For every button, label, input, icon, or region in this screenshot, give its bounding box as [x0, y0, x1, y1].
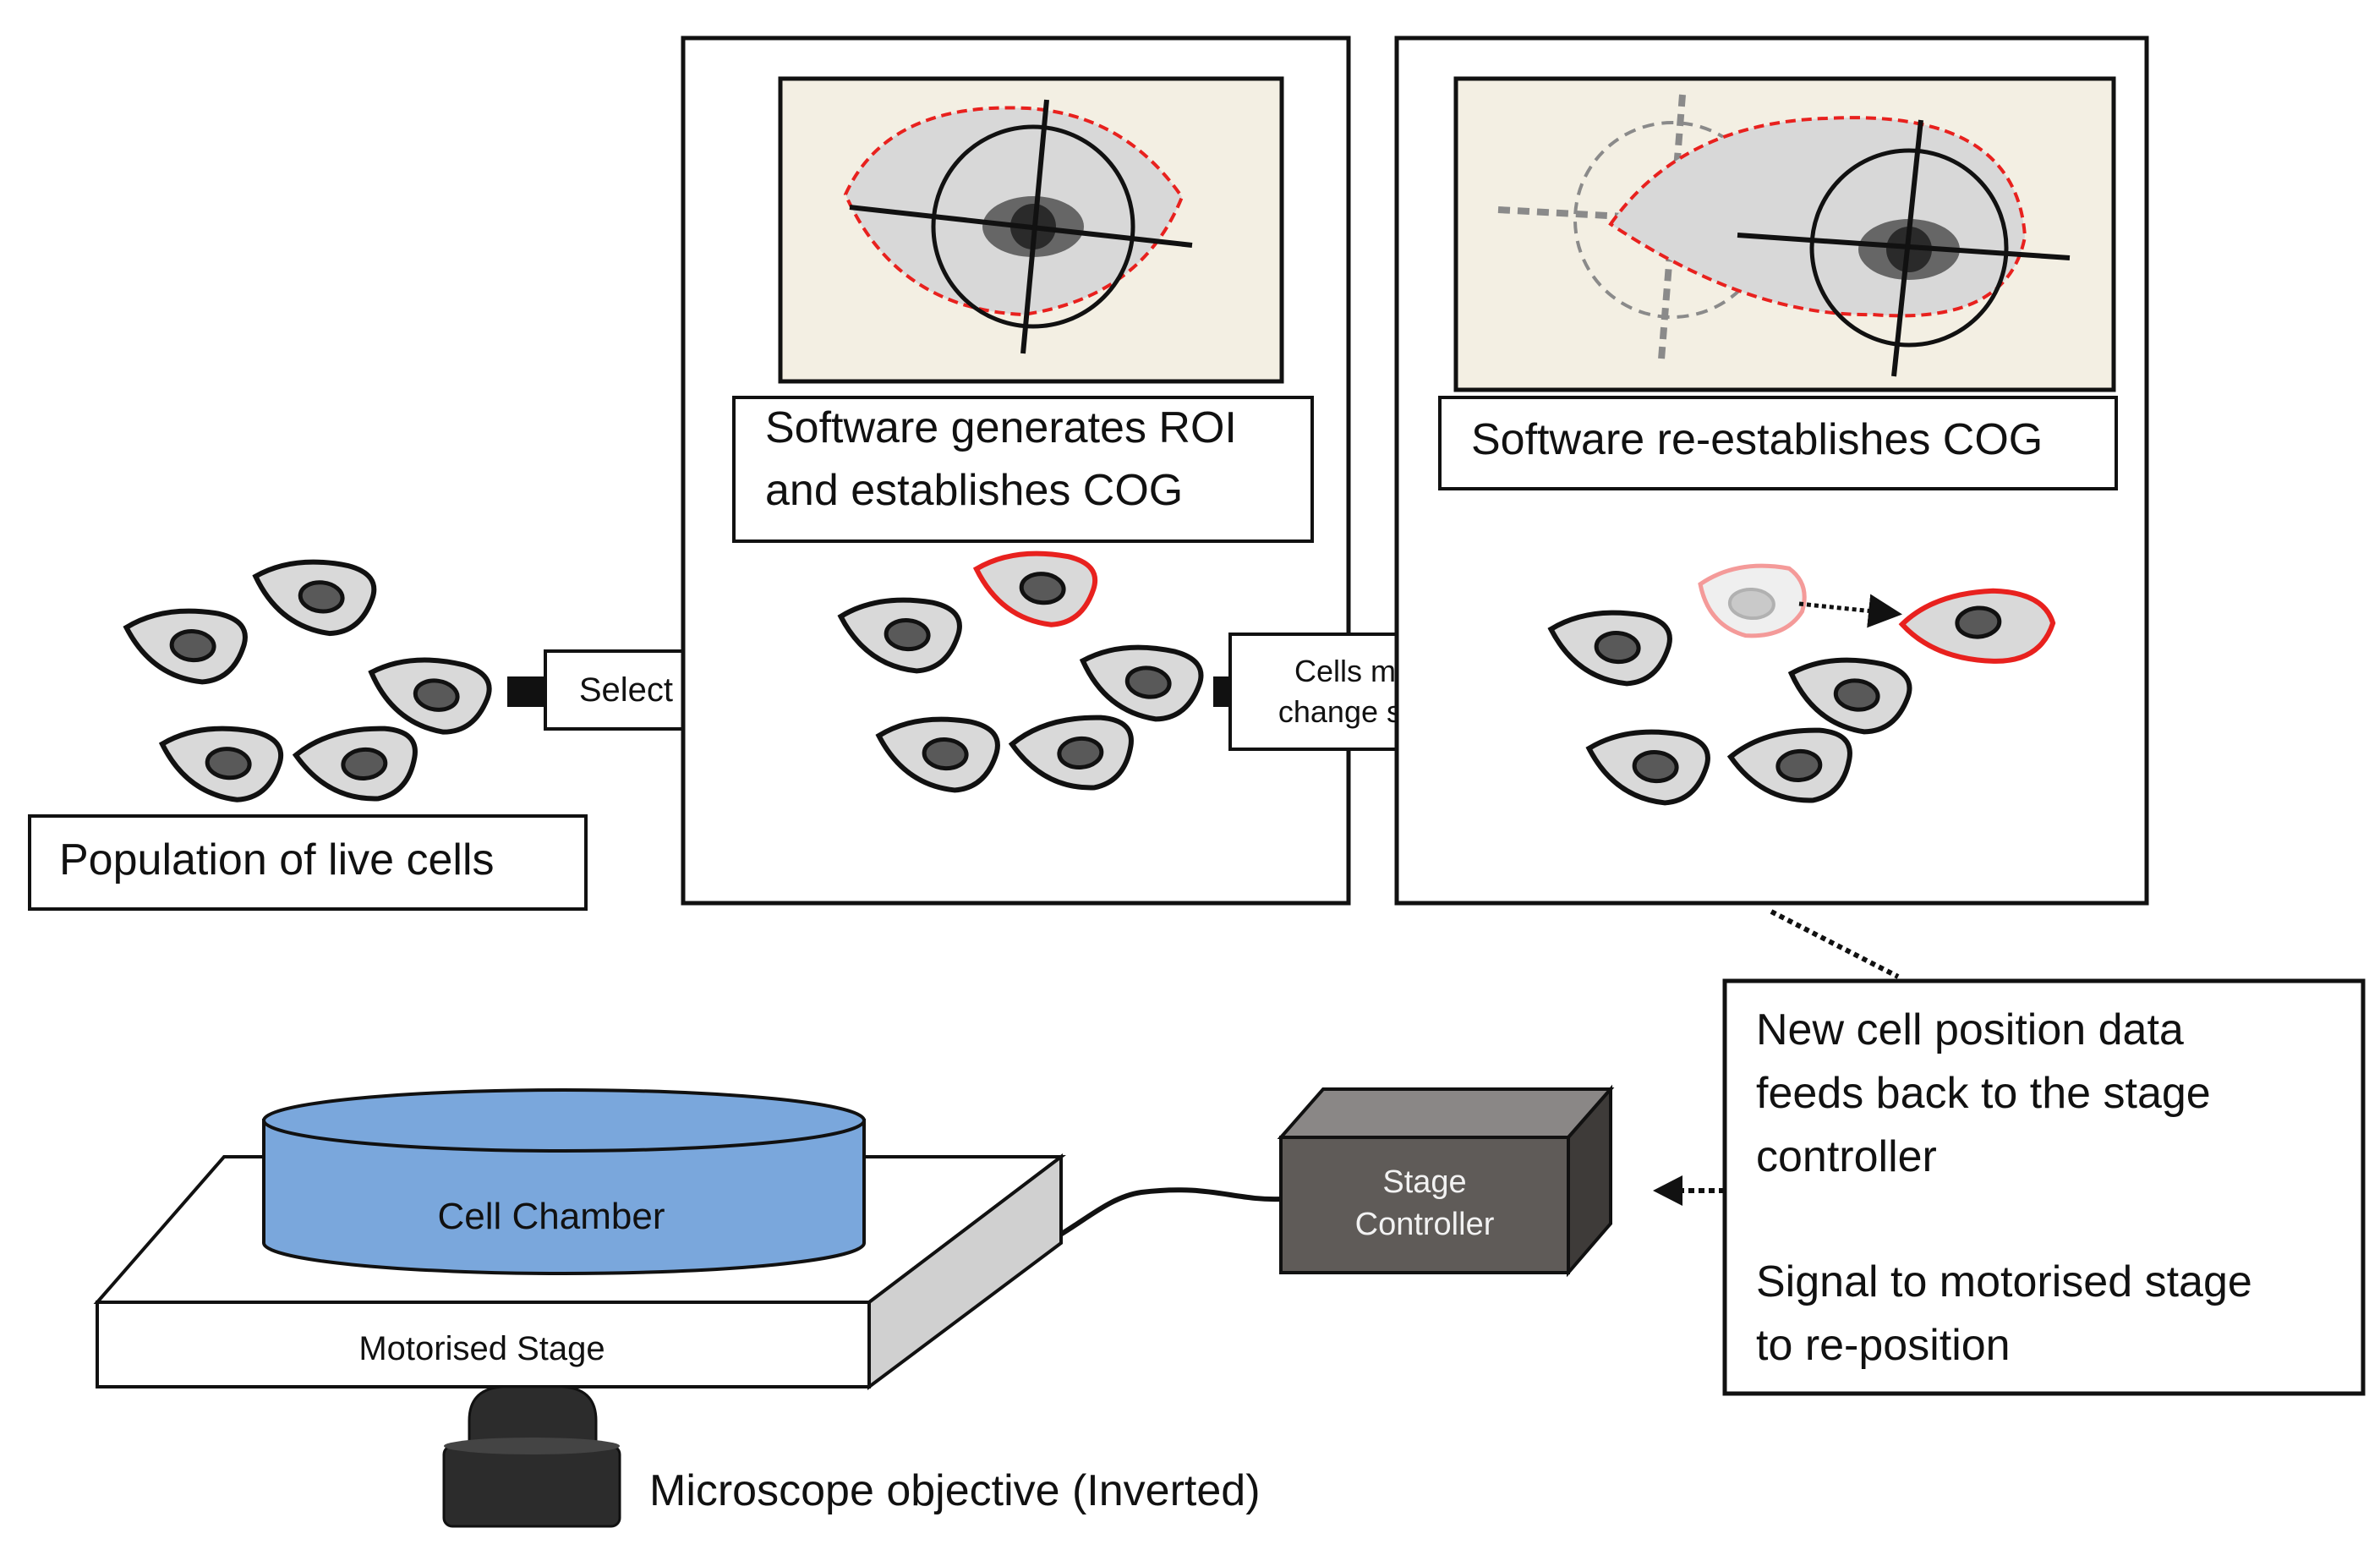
cell [364, 651, 492, 737]
population-cells [123, 556, 492, 804]
microscope-objective [442, 1385, 621, 1528]
feedback-to-controller-arrow [1653, 1175, 1725, 1206]
motorised-stage-label: Motorised Stage [358, 1330, 605, 1367]
moved-cell-zoom [1608, 116, 2071, 377]
roi-panel: Software generates ROI and establishes C… [681, 36, 1351, 906]
ghost-cell [1698, 563, 1807, 638]
cell [123, 606, 246, 685]
roi-label-line2: and establishes COG [765, 466, 1183, 515]
selected-cell [972, 550, 1098, 627]
feedback-line1: New cell position data [1756, 1005, 2184, 1054]
population-label: Population of live cells [59, 835, 495, 885]
reestablish-panel: Software re-establishes COG [1394, 36, 2149, 906]
stage-controller-label-line2: Controller [1355, 1207, 1495, 1242]
stage-controller: Stage Controller [1277, 1084, 1615, 1278]
moved-cell [1898, 588, 2056, 664]
selected-cells [837, 550, 1203, 793]
stage-controller-label-line1: Stage [1382, 1164, 1466, 1200]
movement-arrow [1798, 594, 1902, 628]
signal-line2: to re-position [1756, 1321, 2011, 1370]
signal-line1: Signal to motorised stage [1756, 1257, 2252, 1306]
cell [250, 556, 376, 638]
cog-target [1809, 148, 2009, 348]
cell [158, 723, 283, 803]
feedback-box: New cell position data feeds back to the… [1722, 978, 2366, 1396]
panel-to-feedback-connector [1770, 909, 1900, 979]
cell [294, 726, 418, 804]
moved-cells [1547, 563, 2056, 806]
feedback-line2: feeds back to the stage [1756, 1069, 2211, 1118]
cog-target [931, 124, 1135, 329]
population-label-box: Population of live cells [28, 814, 588, 911]
cell-chamber: Cell Chamber [262, 1088, 866, 1275]
roi-cell-zoom [843, 99, 1193, 354]
objective-label: Microscope objective (Inverted) [649, 1466, 1261, 1515]
feedback-line3: controller [1756, 1132, 1937, 1181]
roi-label-line1: Software generates ROI [765, 403, 1237, 452]
reestablish-label: Software re-establishes COG [1471, 415, 2043, 464]
cell-chamber-label: Cell Chamber [438, 1196, 665, 1237]
